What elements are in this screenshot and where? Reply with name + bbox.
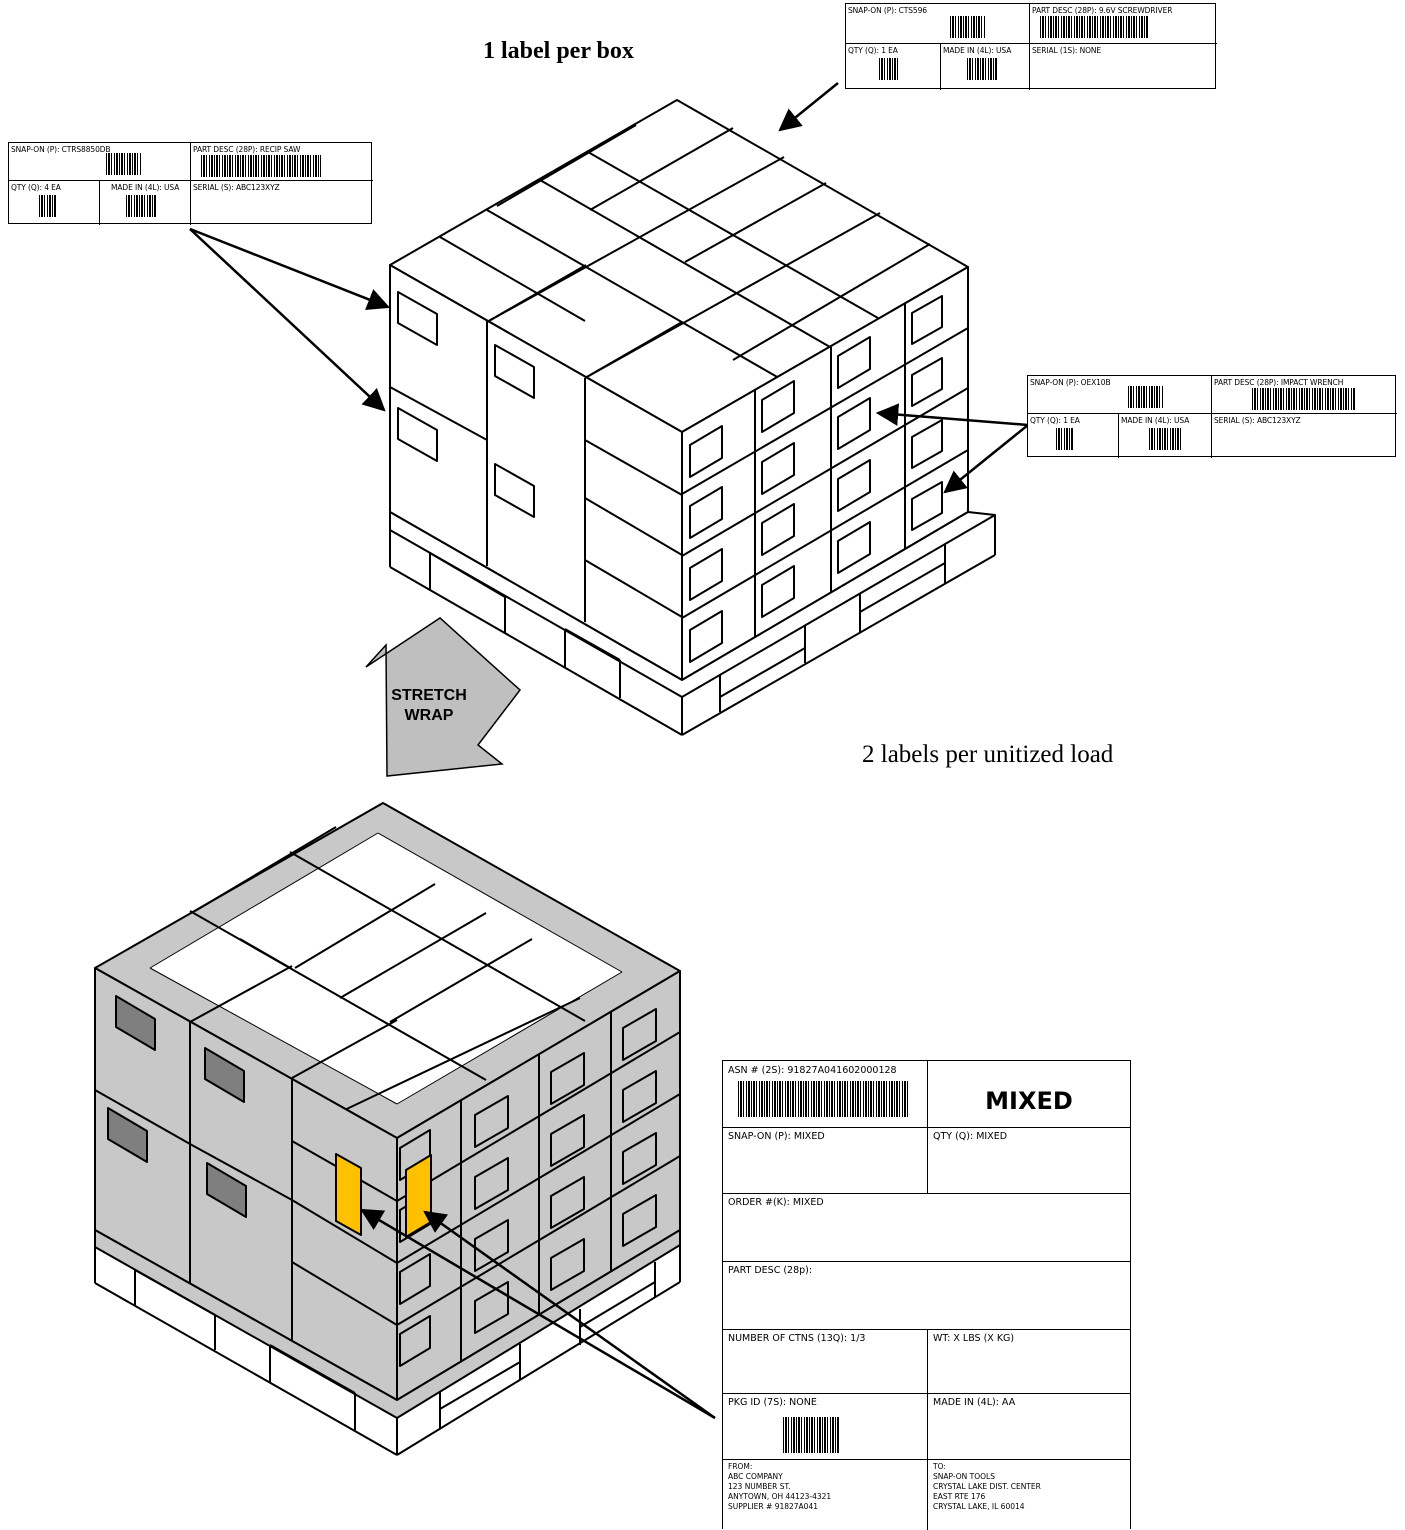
barcode-icon (967, 58, 997, 80)
desc-text: PART DESC (28P): RECIP SAW (193, 145, 300, 154)
snapon-row: SNAP-ON (P): MIXED QTY (Q): MIXED (723, 1127, 1130, 1194)
barcode-icon (950, 16, 986, 38)
made-text: MADE IN (4L): USA (1121, 416, 1189, 425)
serial-text: SERIAL (1S): NONE (1032, 46, 1101, 55)
desc-cell: PART DESC (28P): RECIP SAW (191, 143, 373, 181)
barcode-icon (738, 1081, 908, 1117)
made-text: MADE IN (4L): USA (111, 183, 179, 192)
desc-text: PART DESC (28P): IMPACT WRENCH (1214, 378, 1343, 387)
pkg-text: PKG ID (7S): NONE (728, 1397, 817, 1408)
pkg-row: PKG ID (7S): NONE MADE IN (4L): AA (723, 1393, 1130, 1460)
order-text: ORDER #(K): MIXED (728, 1197, 824, 1208)
barcode-icon (1040, 16, 1148, 38)
box-label-left: SNAP-ON (P): CTRS8850DB PART DESC (28P):… (8, 142, 372, 224)
wrap-text: WRAP (383, 706, 475, 726)
qty-text: QTY (Q): MIXED (933, 1131, 1007, 1142)
from-text: FROM: ABC COMPANY 123 NUMBER ST. ANYTOWN… (728, 1462, 831, 1512)
made-cell: MADE IN (4L): AA (928, 1393, 1130, 1459)
serial-cell: SERIAL (1S): NONE (1030, 44, 1217, 90)
asn-cell: ASN # (2S): 91827A041602000128 (723, 1061, 928, 1127)
arrow-to-top-box (780, 83, 838, 130)
ctns-text: NUMBER OF CTNS (13Q): 1/3 (728, 1333, 865, 1344)
address-row: FROM: ABC COMPANY 123 NUMBER ST. ANYTOWN… (723, 1459, 1130, 1530)
qty-cell: QTY (Q): 1 EA (846, 44, 941, 90)
barcode-icon (1056, 428, 1074, 450)
wt-text: WT: X LBS (X KG) (933, 1333, 1014, 1344)
desc-text: PART DESC (28P): 9.6V SCREWDRIVER (1032, 6, 1172, 15)
unit-label-marker (336, 1154, 361, 1235)
desc-cell: PART DESC (28P): IMPACT WRENCH (1212, 376, 1397, 414)
part-text: SNAP-ON (P): CTRS8850DB (11, 145, 110, 154)
stretch-wrap-text: STRETCH WRAP (383, 686, 475, 726)
serial-text: SERIAL (S): ABC123XYZ (193, 183, 280, 192)
barcode-icon (201, 155, 321, 177)
barcode-icon (783, 1417, 839, 1453)
unit-load-label: ASN # (2S): 91827A041602000128 MIXED SNA… (722, 1060, 1131, 1529)
arrow-to-left-box-lower (190, 229, 384, 410)
barcode-icon (879, 58, 899, 80)
part-cell: SNAP-ON (P): CTS596 (846, 4, 1030, 44)
unit-label-marker (406, 1155, 431, 1237)
serial-cell: SERIAL (S): ABC123XYZ (191, 181, 373, 225)
snapon-text: SNAP-ON (P): MIXED (728, 1131, 825, 1142)
part-desc-row: PART DESC (28p): (723, 1261, 1130, 1330)
asn-row: ASN # (2S): 91827A041602000128 MIXED (723, 1061, 1130, 1128)
snapon-cell: SNAP-ON (P): MIXED (723, 1127, 928, 1193)
pkg-cell: PKG ID (7S): NONE (723, 1393, 928, 1459)
qty-cell: QTY (Q): 4 EA (9, 181, 100, 225)
barcode-icon (39, 195, 57, 217)
qty-cell: QTY (Q): 1 EA (1028, 414, 1119, 458)
barcode-icon (1149, 428, 1181, 450)
ctns-row: NUMBER OF CTNS (13Q): 1/3 WT: X LBS (X K… (723, 1329, 1130, 1394)
mixed-cell: MIXED (928, 1061, 1130, 1127)
top-pallet-load (390, 100, 995, 735)
qty-cell: QTY (Q): MIXED (928, 1127, 1130, 1193)
wt-cell: WT: X LBS (X KG) (928, 1329, 1130, 1393)
arrow-to-left-box-upper (190, 229, 388, 307)
serial-text: SERIAL (S): ABC123XYZ (1214, 416, 1301, 425)
ctns-cell: NUMBER OF CTNS (13Q): 1/3 (723, 1329, 928, 1393)
barcode-icon (126, 195, 156, 217)
made-text: MADE IN (4L): USA (943, 46, 1011, 55)
made-cell: MADE IN (4L): USA (100, 181, 191, 225)
qty-text: QTY (Q): 1 EA (848, 46, 898, 55)
to-cell: TO: SNAP-ON TOOLS CRYSTAL LAKE DIST. CEN… (928, 1459, 1130, 1530)
made-cell: MADE IN (4L): USA (1119, 414, 1212, 458)
part-cell: SNAP-ON (P): OEX10B (1028, 376, 1212, 414)
stretch-text: STRETCH (383, 686, 475, 706)
part-cell: SNAP-ON (P): CTRS8850DB (9, 143, 191, 181)
made-text: MADE IN (4L): AA (933, 1397, 1015, 1408)
barcode-icon (106, 153, 142, 175)
part-desc-text: PART DESC (28p): (728, 1265, 812, 1276)
wrapped-pallet-load (95, 803, 680, 1455)
order-row: ORDER #(K): MIXED (723, 1193, 1130, 1262)
desc-cell: PART DESC (28P): 9.6V SCREWDRIVER (1030, 4, 1217, 44)
box-label-top: SNAP-ON (P): CTS596 PART DESC (28P): 9.6… (845, 3, 1216, 89)
barcode-icon (1252, 388, 1356, 410)
serial-cell: SERIAL (S): ABC123XYZ (1212, 414, 1397, 458)
box-label-right: SNAP-ON (P): OEX10B PART DESC (28P): IMP… (1027, 375, 1396, 457)
barcode-icon (1128, 386, 1164, 408)
mixed-text: MIXED (928, 1087, 1130, 1115)
from-cell: FROM: ABC COMPANY 123 NUMBER ST. ANYTOWN… (723, 1459, 928, 1530)
made-cell: MADE IN (4L): USA (941, 44, 1030, 90)
asn-text: ASN # (2S): 91827A041602000128 (728, 1065, 897, 1076)
qty-text: QTY (Q): 4 EA (11, 183, 61, 192)
part-text: SNAP-ON (P): OEX10B (1030, 378, 1111, 387)
to-text: TO: SNAP-ON TOOLS CRYSTAL LAKE DIST. CEN… (933, 1462, 1041, 1512)
qty-text: QTY (Q): 1 EA (1030, 416, 1080, 425)
part-text: SNAP-ON (P): CTS596 (848, 6, 927, 15)
